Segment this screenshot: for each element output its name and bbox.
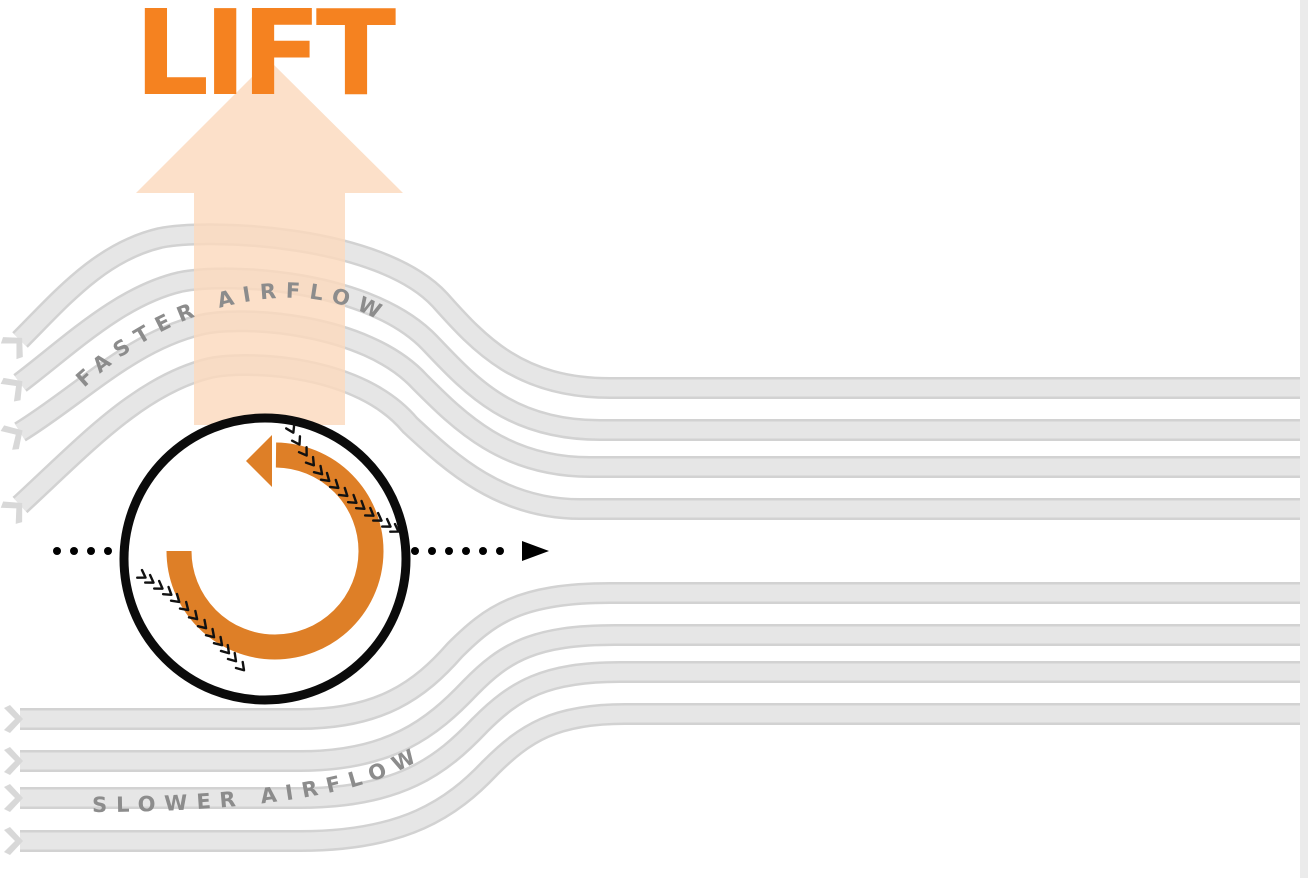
slower-airflow-streamline-edge: [20, 714, 1300, 841]
right-edge-strip: [1300, 0, 1308, 878]
lift-title: LIFT: [134, 0, 390, 112]
slower-airflow-streamline: [20, 714, 1300, 841]
